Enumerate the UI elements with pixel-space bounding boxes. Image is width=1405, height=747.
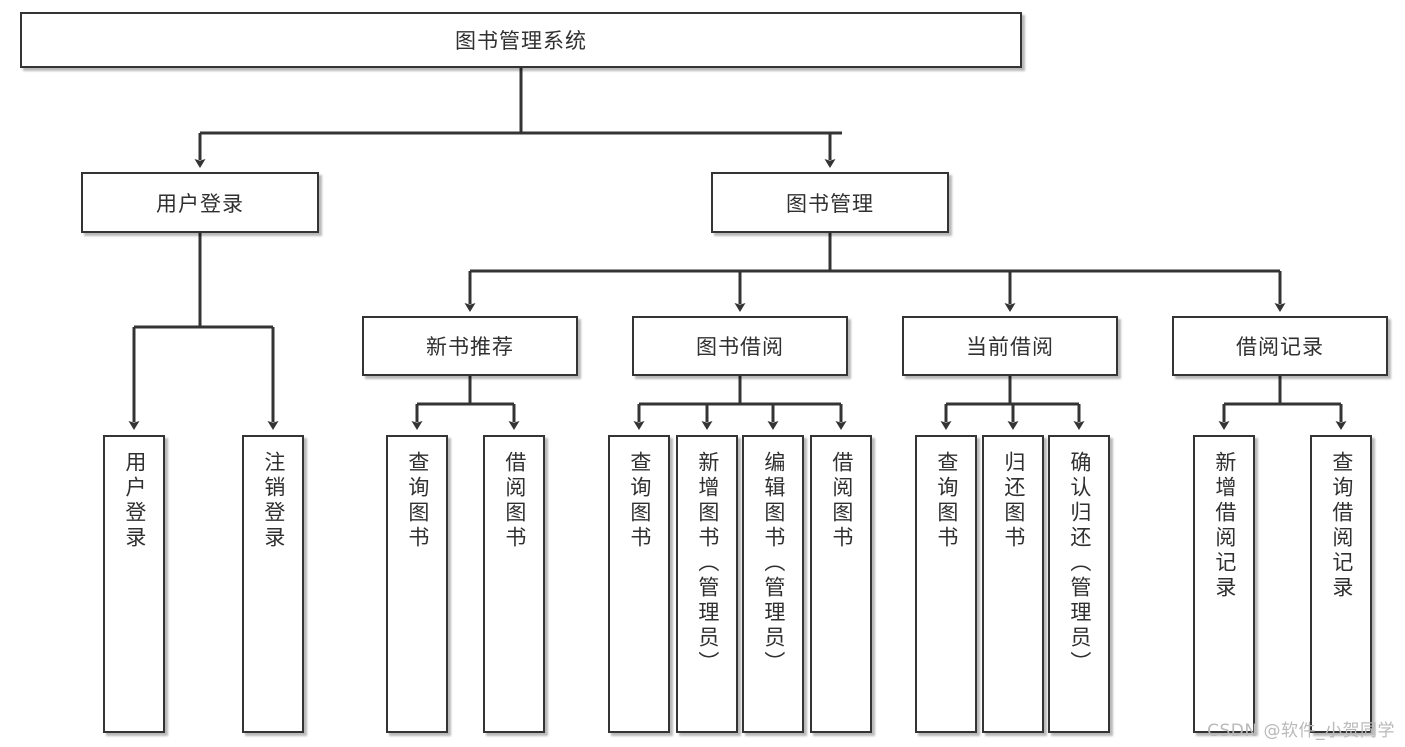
- node-borrow-records-label: 借阅记录: [1236, 335, 1324, 359]
- leaf-label: 新增借阅记录: [1212, 451, 1237, 601]
- leaf-label: 借阅图书: [502, 451, 527, 551]
- leaf-label: 查询图书: [627, 451, 652, 551]
- leaf-borrow-query-book[interactable]: 查询图书: [608, 435, 670, 733]
- leaf-current-confirm-return[interactable]: 确认归还（管理员）: [1048, 435, 1110, 733]
- node-root-label: 图书管理系统: [455, 29, 587, 53]
- node-borrow-records[interactable]: 借阅记录: [1172, 316, 1388, 376]
- node-user-login-label: 用户登录: [156, 191, 244, 216]
- node-root[interactable]: 图书管理系统: [20, 12, 1022, 68]
- leaf-borrow-edit-book[interactable]: 编辑图书（管理员）: [742, 435, 804, 733]
- leaf-label: 注销登录: [261, 451, 286, 551]
- leaf-label: 新增图书（管理员）: [695, 451, 720, 676]
- leaf-user-login-logout[interactable]: 注销登录: [242, 435, 304, 733]
- leaf-current-return-book[interactable]: 归还图书: [982, 435, 1044, 733]
- leaf-records-query-record[interactable]: 查询借阅记录: [1310, 435, 1372, 733]
- leaf-label: 编辑图书（管理员）: [761, 451, 786, 676]
- node-new-book-recommend-label: 新书推荐: [426, 335, 514, 359]
- node-new-book-recommend[interactable]: 新书推荐: [362, 316, 578, 376]
- node-book-management[interactable]: 图书管理: [711, 172, 949, 233]
- leaf-label: 确认归还（管理员）: [1067, 451, 1092, 676]
- leaf-new-book-query[interactable]: 查询图书: [386, 435, 448, 733]
- node-current-borrow-label: 当前借阅: [966, 335, 1054, 359]
- leaf-label: 借阅图书: [829, 451, 854, 551]
- leaf-borrow-add-book[interactable]: 新增图书（管理员）: [676, 435, 738, 733]
- node-book-borrow[interactable]: 图书借阅: [632, 316, 848, 376]
- leaf-records-add-record[interactable]: 新增借阅记录: [1193, 435, 1255, 733]
- leaf-new-book-borrow[interactable]: 借阅图书: [483, 435, 545, 733]
- leaf-label: 查询图书: [405, 451, 430, 551]
- leaf-label: 查询图书: [934, 451, 959, 551]
- node-user-login[interactable]: 用户登录: [81, 172, 319, 233]
- leaf-user-login-login[interactable]: 用户登录: [103, 435, 165, 733]
- leaf-label: 归还图书: [1001, 451, 1026, 551]
- node-current-borrow[interactable]: 当前借阅: [902, 316, 1118, 376]
- leaf-borrow-borrow-book[interactable]: 借阅图书: [810, 435, 872, 733]
- leaf-current-query-book[interactable]: 查询图书: [915, 435, 977, 733]
- watermark: CSDN @软件_小贺同学: [1207, 721, 1395, 741]
- node-book-management-label: 图书管理: [786, 191, 874, 216]
- node-book-borrow-label: 图书借阅: [696, 335, 784, 359]
- leaf-label: 查询借阅记录: [1329, 451, 1354, 601]
- leaf-label: 用户登录: [122, 451, 147, 551]
